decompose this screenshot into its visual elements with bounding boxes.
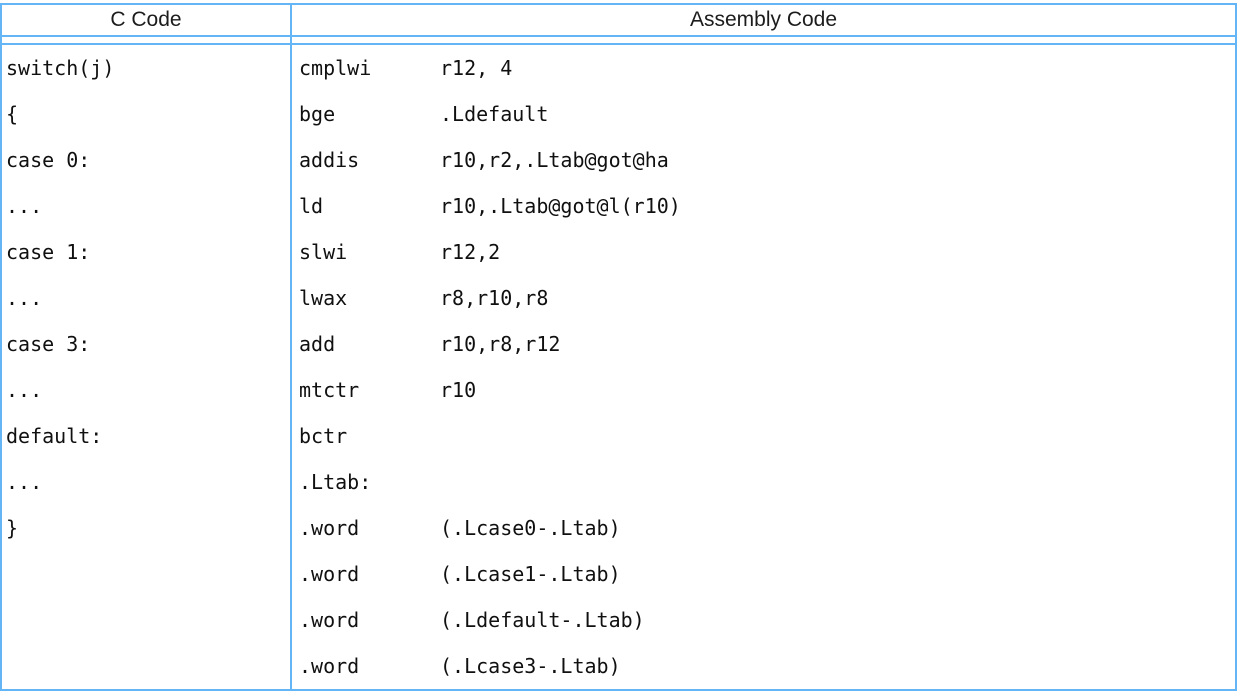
table-row: case 0: addis r10,r2,.Ltab@got@ha <box>2 137 1235 183</box>
column-header-assembly-code: Assembly Code <box>292 5 1235 37</box>
asm-operand: r12,2 <box>440 240 501 264</box>
asm-mnemonic: slwi <box>299 240 348 264</box>
table-row: ... lwax r8,r10,r8 <box>2 275 1235 321</box>
c-code-cell: ... <box>2 275 292 321</box>
c-code-cell: } <box>2 505 292 551</box>
assembly-cell: bctr <box>292 413 1235 459</box>
asm-operand: .Ldefault <box>440 102 549 126</box>
c-code-cell: case 0: <box>2 137 292 183</box>
asm-mnemonic: addis <box>299 148 360 172</box>
assembly-cell: mtctr r10 <box>292 367 1235 413</box>
c-code-cell <box>2 597 292 643</box>
c-code-cell <box>2 643 292 689</box>
asm-mnemonic: .word <box>299 608 360 632</box>
table-row: case 1: slwi r12,2 <box>2 229 1235 275</box>
assembly-cell: .word (.Lcase1-.Ltab) <box>292 551 1235 597</box>
table-row: .word (.Lcase1-.Ltab) <box>2 551 1235 597</box>
c-code-cell <box>2 551 292 597</box>
asm-operand: r8,r10,r8 <box>440 286 549 310</box>
asm-operand: r10 <box>440 378 477 402</box>
assembly-cell: .word (.Lcase0-.Ltab) <box>292 505 1235 551</box>
table-row: ... .Ltab: <box>2 459 1235 505</box>
header-row: C Code Assembly Code <box>2 5 1235 37</box>
asm-mnemonic: .word <box>299 654 360 678</box>
table-row: case 3: add r10,r8,r12 <box>2 321 1235 367</box>
table-row: ... mtctr r10 <box>2 367 1235 413</box>
c-code-cell: ... <box>2 367 292 413</box>
column-header-c-code: C Code <box>2 5 292 37</box>
c-code-cell: { <box>2 91 292 137</box>
assembly-cell: bge .Ldefault <box>292 91 1235 137</box>
asm-operand: r10,r2,.Ltab@got@ha <box>440 148 669 172</box>
header-double-rule <box>2 37 1235 45</box>
assembly-cell: cmplwi r12, 4 <box>292 45 1235 91</box>
c-code-cell: case 3: <box>2 321 292 367</box>
asm-operand: (.Lcase3-.Ltab) <box>440 654 621 678</box>
table-row: ... ld r10,.Ltab@got@l(r10) <box>2 183 1235 229</box>
asm-operand: (.Lcase0-.Ltab) <box>440 516 621 540</box>
asm-mnemonic: .word <box>299 516 360 540</box>
asm-mnemonic: bctr <box>299 424 348 448</box>
assembly-cell: .word (.Ldefault-.Ltab) <box>292 597 1235 643</box>
assembly-cell: .word (.Lcase3-.Ltab) <box>292 643 1235 689</box>
asm-mnemonic: add <box>299 332 336 356</box>
assembly-cell: lwax r8,r10,r8 <box>292 275 1235 321</box>
asm-mnemonic: mtctr <box>299 378 360 402</box>
asm-mnemonic: ld <box>299 194 324 218</box>
asm-mnemonic: cmplwi <box>299 56 372 80</box>
assembly-cell: .Ltab: <box>292 459 1235 505</box>
asm-mnemonic: bge <box>299 102 336 126</box>
header-double-rule-left <box>2 37 292 45</box>
table-row: default: bctr <box>2 413 1235 459</box>
code-comparison-table: C Code Assembly Code switch(j) cmplwi r1… <box>0 3 1237 691</box>
c-code-cell: default: <box>2 413 292 459</box>
header-double-rule-right <box>292 37 1235 45</box>
asm-operand: (.Lcase1-.Ltab) <box>440 562 621 586</box>
table-row: .word (.Lcase3-.Ltab) <box>2 643 1235 689</box>
asm-operand: r10,r8,r12 <box>440 332 561 356</box>
table-row: switch(j) cmplwi r12, 4 <box>2 45 1235 91</box>
table-row: } .word (.Lcase0-.Ltab) <box>2 505 1235 551</box>
c-code-cell: case 1: <box>2 229 292 275</box>
c-code-cell: switch(j) <box>2 45 292 91</box>
table-row: { bge .Ldefault <box>2 91 1235 137</box>
c-code-cell: ... <box>2 183 292 229</box>
assembly-cell: add r10,r8,r12 <box>292 321 1235 367</box>
asm-operand: r10,.Ltab@got@l(r10) <box>440 194 681 218</box>
asm-mnemonic: .Ltab: <box>299 470 372 494</box>
table-row: .word (.Ldefault-.Ltab) <box>2 597 1235 643</box>
assembly-cell: ld r10,.Ltab@got@l(r10) <box>292 183 1235 229</box>
assembly-cell: addis r10,r2,.Ltab@got@ha <box>292 137 1235 183</box>
table-body: switch(j) cmplwi r12, 4 { bge .Ldefault … <box>2 45 1235 689</box>
asm-mnemonic: .word <box>299 562 360 586</box>
c-code-cell: ... <box>2 459 292 505</box>
asm-mnemonic: lwax <box>299 286 348 310</box>
asm-operand: r12, 4 <box>440 56 513 80</box>
assembly-cell: slwi r12,2 <box>292 229 1235 275</box>
asm-operand: (.Ldefault-.Ltab) <box>440 608 645 632</box>
